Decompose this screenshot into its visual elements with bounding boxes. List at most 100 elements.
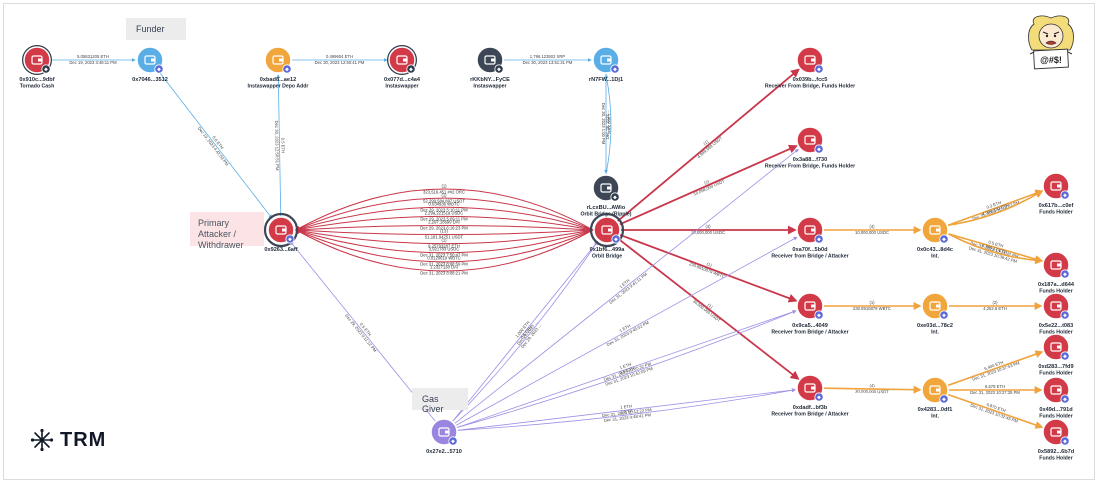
node-attacker[interactable]: ◆0x9263...6aff [263, 212, 299, 253]
edge-line[interactable] [456, 236, 798, 426]
edge-date-label: Dec 30, 2023 1:00 PM [601, 103, 606, 145]
edge-orbit-to-rfb2[interactable]: (1)10,058,000 USDT [619, 144, 798, 226]
edge-line[interactable] [604, 74, 612, 175]
edge-line[interactable] [457, 310, 797, 428]
edge-line[interactable] [295, 229, 594, 263]
edge-line[interactable] [619, 234, 798, 303]
edge-line[interactable] [276, 74, 282, 217]
edge-rba3-to-int3[interactable]: (4)30,000,000 USDT [823, 383, 922, 394]
edge-line[interactable] [452, 241, 599, 422]
bundle-edge-orbit-to-attacker[interactable]: (1)52,299,584.897 USDT [295, 192, 594, 231]
edge-line[interactable] [295, 188, 594, 231]
svg-text:◆: ◆ [816, 237, 821, 242]
edge-date-label: Dec 29, 2023 5:09:11 PM [420, 216, 468, 221]
node-gasgiver[interactable]: ◆0x27e2...5710 [426, 418, 462, 455]
bundle-edge-orbit-to-attacker[interactable]: (13)51,181.94751 USDT [295, 227, 594, 240]
edge-int2-to-fh3[interactable]: (2)4,252.6 ETH [949, 300, 1043, 311]
edge-orbit-to-rba3[interactable]: (1)30,000,000 USDT [617, 237, 800, 380]
edge-line[interactable] [295, 206, 594, 232]
edge-line[interactable] [948, 190, 1044, 227]
edge-line[interactable] [948, 233, 1044, 263]
edge-line[interactable] [295, 197, 594, 231]
edge-line[interactable] [617, 68, 800, 222]
edge-line[interactable] [457, 388, 796, 431]
edge-line[interactable] [295, 224, 594, 233]
edge-date-label: Dec 31, 2023 9:41:11 PM [608, 271, 648, 305]
edge-line[interactable] [295, 215, 594, 232]
edge-line[interactable] [457, 310, 797, 428]
edge-line[interactable] [295, 229, 594, 272]
edge-line[interactable] [452, 241, 599, 422]
edge-line[interactable] [454, 148, 799, 424]
edge-line[interactable] [295, 228, 594, 254]
edge-orbit_ripple-to-xrp_recv[interactable]: Dec 28, 2023 ... [604, 74, 612, 175]
node-xrp_recv[interactable]: ◆rN7FW...1Dj1 [589, 46, 623, 83]
bundle-edge-orbit-to-attacker[interactable]: (1)323,516.451 ##2 ORC [295, 183, 594, 231]
edge-line[interactable] [158, 70, 273, 219]
edge-orbit-to-rba1[interactable]: (4)10,000,000 USDC [620, 224, 797, 235]
edge-line[interactable] [948, 233, 1044, 265]
edge-rba2-to-int2[interactable]: (1)230.8910879 WBTC [824, 300, 922, 311]
edge-line[interactable] [457, 388, 796, 431]
edge-line[interactable] [295, 228, 594, 245]
svg-text:◆: ◆ [408, 67, 413, 72]
edge-line[interactable] [947, 350, 1044, 387]
edge-amount-label: (1) [441, 183, 447, 188]
node-funder[interactable]: ◆0x7046...3512 [132, 46, 168, 83]
edge-line[interactable] [947, 189, 1044, 226]
gas-giver-annotation: Gas Giver [412, 388, 468, 414]
edge-line[interactable] [617, 237, 800, 380]
edge-line[interactable] [947, 393, 1044, 429]
node-address: 0xa70f...5b0d [792, 247, 828, 253]
edge-orbit-to-rfb1[interactable]: (1)4,999,999 USDT [617, 68, 800, 222]
edge-orbit-to-rba2[interactable]: (1)230.8910879 WBTC [619, 234, 798, 303]
edge-line[interactable] [295, 227, 594, 236]
bundle-edge-orbit-to-attacker[interactable]: (1)9.25793287 ETH [295, 228, 594, 249]
svg-text:◆: ◆ [612, 195, 617, 200]
edge-line[interactable] [823, 385, 922, 394]
edge-line[interactable] [619, 144, 798, 226]
edge-rba1-to-int1[interactable]: (4)10,000,000 USDC [823, 224, 922, 235]
